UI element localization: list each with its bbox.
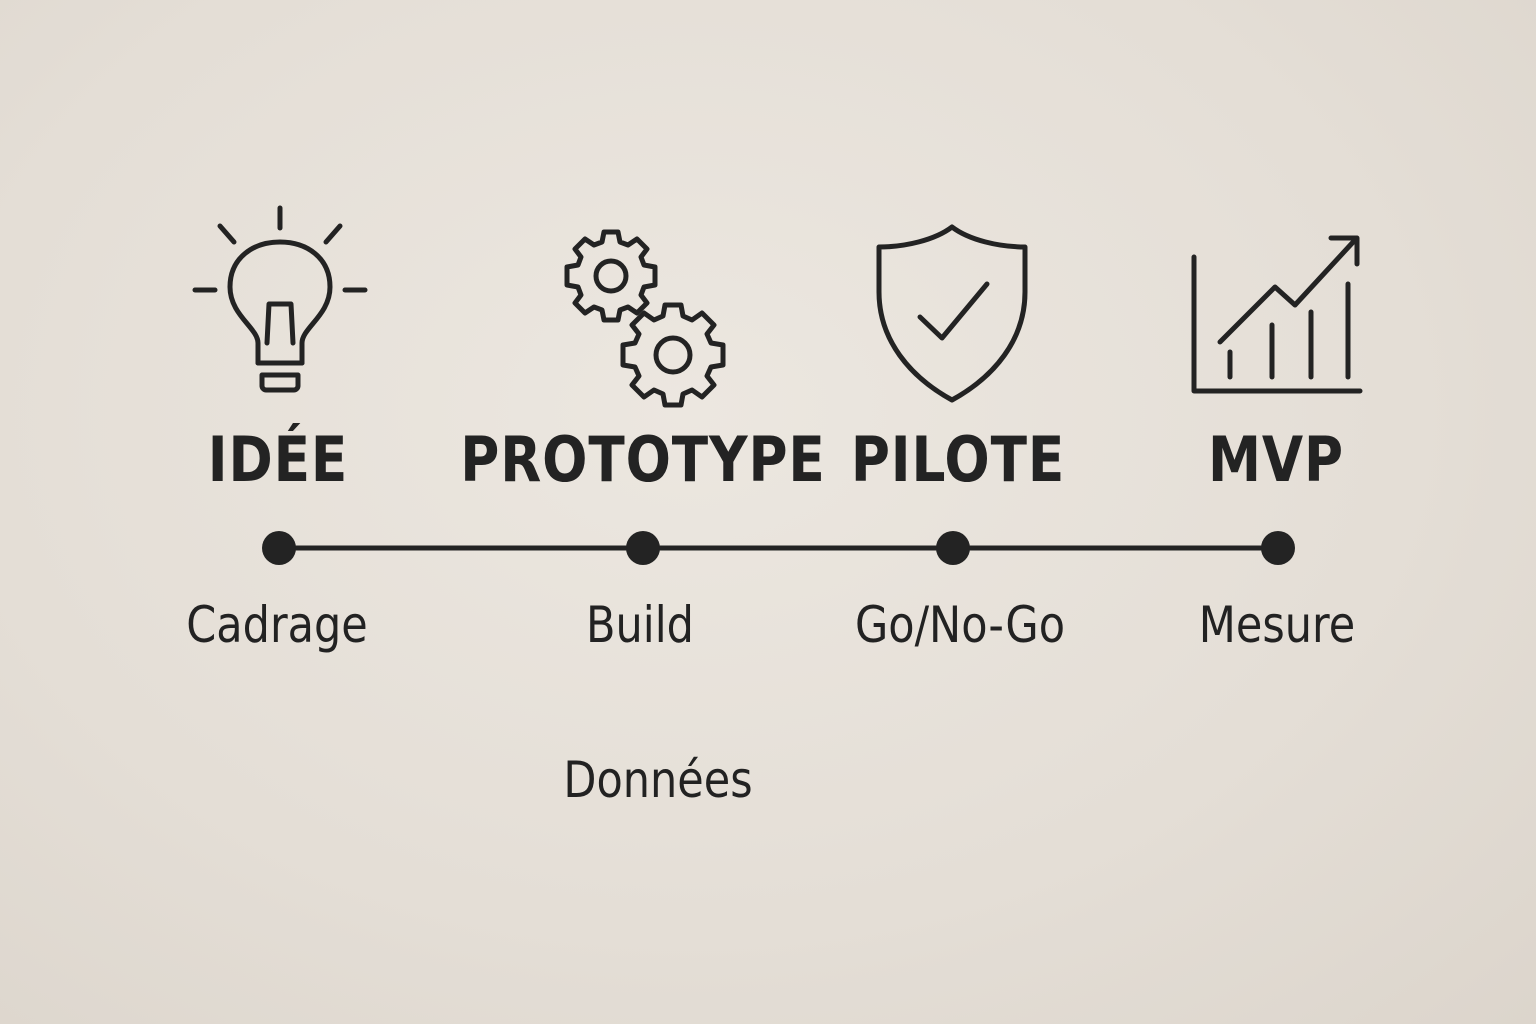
timeline-dot-prototype	[626, 531, 660, 565]
timeline-dot-pilote	[936, 531, 970, 565]
timeline-dot-mvp	[1261, 531, 1295, 565]
stage-subtitle-build: Build	[586, 596, 694, 654]
gears-icon	[560, 225, 735, 415]
stage-title-pilote: PILOTE	[850, 423, 1066, 496]
stage-subtitle-go-no-go: Go/No-Go	[854, 596, 1066, 654]
timeline-dot-idee	[262, 531, 296, 565]
growth-chart-icon	[1190, 232, 1370, 397]
stage-title-prototype: PROTOTYPE	[460, 423, 826, 496]
shield-check-icon	[875, 222, 1030, 407]
lightbulb-icon	[185, 200, 375, 400]
stage-subtitle-mesure: Mesure	[1198, 596, 1356, 654]
stage-subtitle-cadrage: Cadrage	[186, 596, 368, 654]
stage-title-mvp: MVP	[1208, 423, 1344, 496]
data-label: Données	[563, 751, 753, 809]
stage-title-idee: IDÉE	[207, 423, 349, 496]
